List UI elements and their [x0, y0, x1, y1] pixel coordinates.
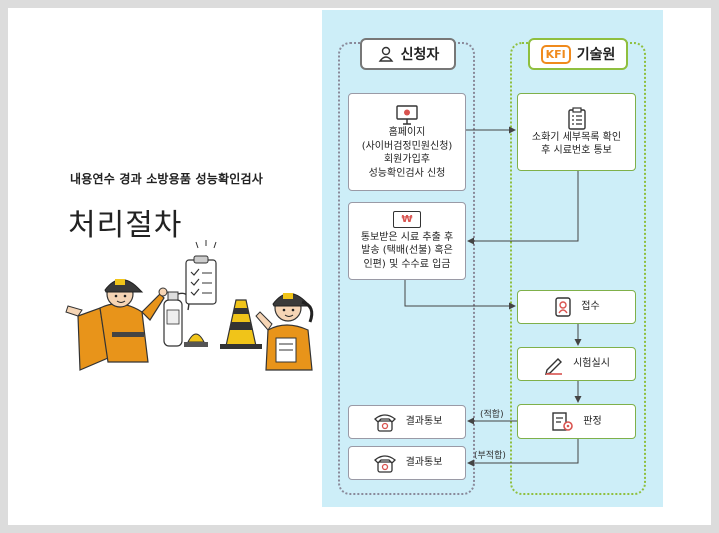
- step-receipt-text: 접수: [581, 301, 600, 313]
- step-homepage-application: 홈페이지 (사이버검정민원신청) 회원가입후 성능확인검사 신청: [348, 93, 466, 191]
- kfi-header: KFI 기술원: [528, 38, 628, 70]
- step-payment-text: 통보받은 시료 추출 후 발송 (택배(선불) 혹은 인편) 및 수수료 입금: [360, 231, 454, 270]
- won-bill-icon: ₩: [393, 210, 421, 228]
- step-sample-shipping-payment: ₩ 통보받은 시료 추출 후 발송 (택배(선불) 혹은 인편) 및 수수료 입…: [348, 202, 466, 280]
- applicant-label: 신청자: [400, 47, 440, 63]
- checklist-clipboard-figure: [185, 240, 217, 305]
- kfi-logo: KFI: [540, 44, 571, 64]
- step-result-fail-text: 결과통보: [405, 457, 443, 469]
- fail-edge-label: (부적합): [474, 451, 506, 461]
- telephone-icon: [372, 411, 398, 433]
- left-firefighter-figure: [65, 279, 168, 371]
- step-testing-text: 시험실시: [573, 358, 610, 370]
- step-result-notice-pass: 결과통보: [348, 405, 466, 439]
- clipboard-icon: [567, 106, 587, 131]
- page-title: 처리절차: [68, 208, 183, 243]
- step-checklist-confirm: 소화기 세부목록 확인 후 시료번호 통보: [517, 93, 636, 171]
- pencil-icon: [543, 353, 565, 375]
- traffic-cone-figure: [220, 299, 262, 349]
- gear-document-icon: [551, 411, 575, 433]
- step-judgement-text: 판정: [583, 415, 602, 427]
- telephone-icon: [372, 452, 398, 474]
- fire-extinguisher-figure: [163, 291, 190, 347]
- subtitle: 내용연수 경과 소방용품 성능확인검사: [70, 172, 263, 186]
- step-testing: 시험실시: [517, 347, 636, 381]
- badge-icon: [553, 296, 573, 318]
- kfi-label: 기술원: [576, 47, 616, 63]
- person-icon: [377, 45, 395, 63]
- step-result-pass-text: 결과통보: [405, 416, 443, 428]
- step-result-notice-fail: 결과통보: [348, 446, 466, 480]
- monitor-icon: [395, 104, 419, 126]
- step-homepage-text: 홈페이지 (사이버검정민원신청) 회원가입후 성능확인검사 신청: [361, 127, 453, 179]
- step-receipt: 접수: [517, 290, 636, 324]
- step-checklist-text: 소화기 세부목록 확인 후 시료번호 통보: [531, 131, 622, 157]
- applicant-header: 신청자: [360, 38, 456, 70]
- step-judgement: 판정: [517, 404, 636, 439]
- firefighters-illustration: [65, 240, 314, 371]
- pass-edge-label: (적합): [480, 410, 504, 420]
- right-firefighter-figure: [255, 293, 314, 371]
- warning-light-figure: [184, 333, 208, 347]
